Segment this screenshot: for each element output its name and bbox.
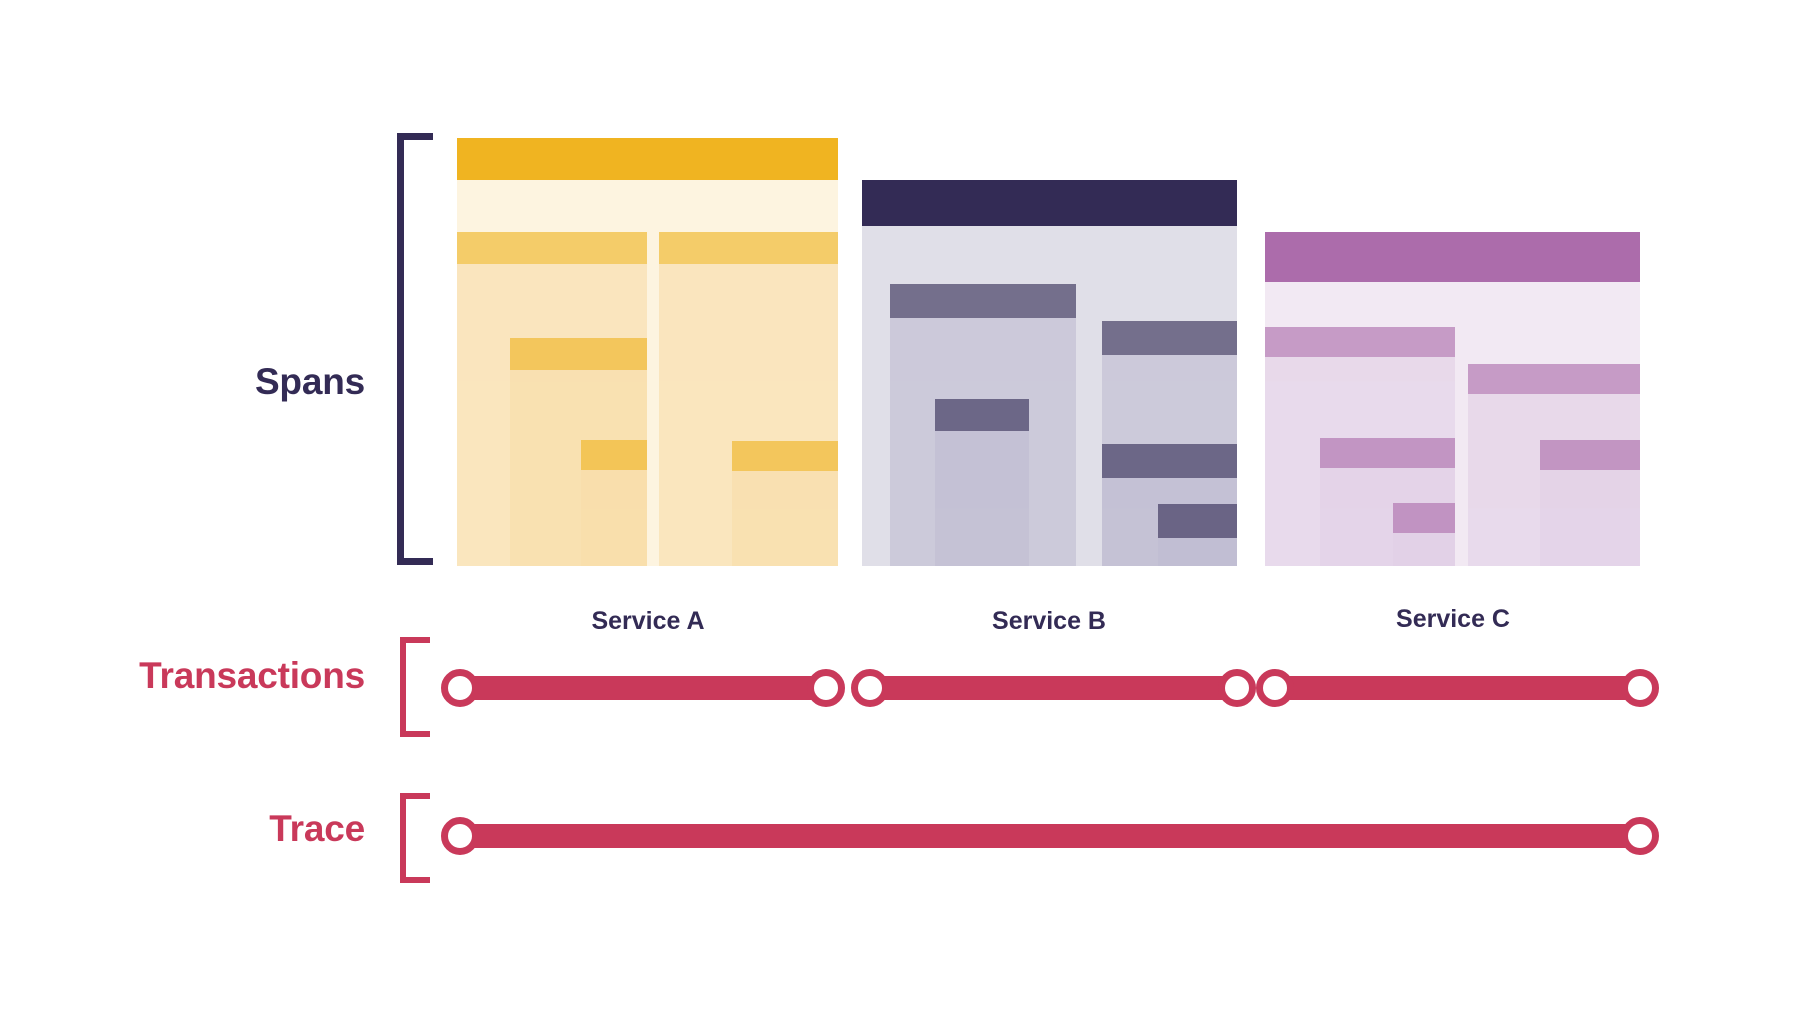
span-header-bar	[659, 232, 838, 264]
span-span-b-1-1[interactable]	[935, 399, 1029, 566]
span-span-b-2-1-1[interactable]	[1158, 504, 1237, 566]
span-header-bar	[1102, 444, 1237, 478]
transaction-node-transaction-b-end[interactable]	[1218, 669, 1256, 707]
bracket-trace	[400, 793, 430, 883]
span-header-bar	[581, 440, 647, 470]
span-header-bar	[1265, 232, 1640, 282]
row-label-trace: Trace	[269, 808, 365, 849]
service-caption-service-b: Service B	[992, 607, 1106, 635]
transaction-node-transaction-c-end[interactable]	[1621, 669, 1659, 707]
trace-node-trace-full-start[interactable]	[441, 817, 479, 855]
service-group-service-b	[862, 0, 1237, 600]
span-header-bar	[1265, 327, 1455, 357]
row-label-spans: Spans	[254, 361, 365, 402]
span-header-bar	[1102, 321, 1237, 355]
transaction-node-transaction-b-start[interactable]	[851, 669, 889, 707]
service-group-service-a	[457, 0, 838, 600]
span-header-bar	[935, 399, 1029, 431]
span-span-c-2-1[interactable]	[1540, 440, 1640, 566]
bracket-transactions	[400, 637, 430, 737]
service-caption-service-c: Service C	[1396, 605, 1510, 633]
span-header-bar	[1158, 504, 1237, 538]
service-caption-service-a: Service A	[591, 607, 705, 635]
trace-line-trace-full[interactable]	[460, 824, 1640, 848]
span-header-bar	[457, 138, 838, 180]
span-header-bar	[1393, 503, 1455, 533]
bracket-spans	[397, 133, 433, 565]
transaction-node-transaction-c-start[interactable]	[1256, 669, 1294, 707]
span-header-bar	[1540, 440, 1640, 470]
span-span-a-2-1[interactable]	[732, 441, 838, 566]
transaction-line-transaction-a[interactable]	[460, 676, 826, 700]
span-header-bar	[890, 284, 1076, 318]
span-header-bar	[1320, 438, 1455, 468]
span-header-bar	[1468, 364, 1640, 394]
span-header-bar	[457, 232, 647, 264]
transaction-node-transaction-a-start[interactable]	[441, 669, 479, 707]
span-header-bar	[732, 441, 838, 471]
transaction-node-transaction-a-end[interactable]	[807, 669, 845, 707]
trace-node-trace-full-end[interactable]	[1621, 817, 1659, 855]
span-span-a-1-1-1[interactable]	[581, 440, 647, 566]
spans-area	[457, 0, 1640, 600]
span-header-bar	[510, 338, 647, 370]
span-span-c-1-1-1[interactable]	[1393, 503, 1455, 566]
transaction-line-transaction-b[interactable]	[870, 676, 1237, 700]
span-header-bar	[862, 180, 1237, 226]
service-group-service-c	[1265, 0, 1640, 600]
transaction-line-transaction-c[interactable]	[1275, 676, 1640, 700]
row-label-transactions: Transactions	[139, 655, 365, 696]
